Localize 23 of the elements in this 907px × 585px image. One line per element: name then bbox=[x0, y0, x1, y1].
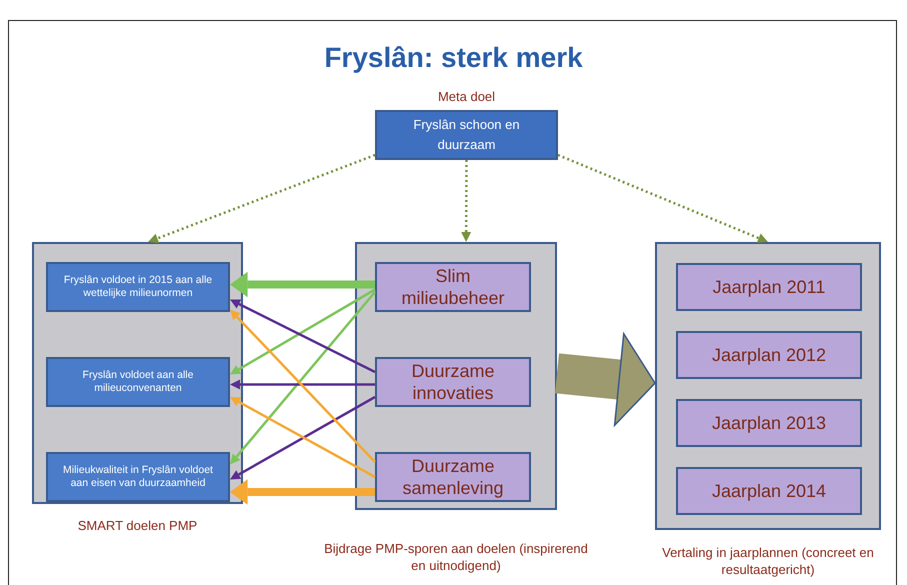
plan-box: Jaarplan 2012 bbox=[676, 331, 862, 379]
goal-box: Fryslân voldoet in 2015 aan alle wettelijke milieunormen bbox=[46, 262, 230, 312]
box-text: Fryslân schoon en duurzaam bbox=[412, 116, 521, 154]
track-box: Duurzame samenleving bbox=[375, 452, 531, 502]
panel-caption: Bijdrage PMP-sporen aan doelen (inspirerend en uitnodigend) bbox=[323, 540, 589, 574]
arrow bbox=[230, 479, 375, 505]
plan-box: Jaarplan 2011 bbox=[676, 263, 862, 311]
diagram-title: Fryslân: sterk merk bbox=[323, 42, 584, 74]
panel-caption: Vertaling in jaarplannen (concreet en resultaatgericht) bbox=[661, 544, 875, 578]
panel-caption: SMART doelen PMP bbox=[78, 517, 198, 534]
plan-box: Jaarplan 2014 bbox=[676, 467, 862, 515]
arrow bbox=[148, 154, 376, 244]
track-box: Duurzame innovaties bbox=[375, 357, 531, 407]
block-arrow bbox=[554, 333, 656, 426]
box-heading: Meta doel bbox=[438, 88, 496, 105]
goal-box: Milieukwaliteit in Fryslân voldoet aan eisen van duurzaamheid bbox=[46, 452, 230, 502]
track-box: Slim milieubeheer bbox=[375, 262, 531, 312]
arrow bbox=[230, 380, 375, 390]
arrow bbox=[230, 272, 375, 298]
plan-box: Jaarplan 2013 bbox=[676, 399, 862, 447]
goal-box: Fryslân voldoet aan alle milieuconvenanten bbox=[46, 357, 230, 407]
arrow bbox=[461, 160, 472, 242]
arrow bbox=[558, 154, 768, 243]
